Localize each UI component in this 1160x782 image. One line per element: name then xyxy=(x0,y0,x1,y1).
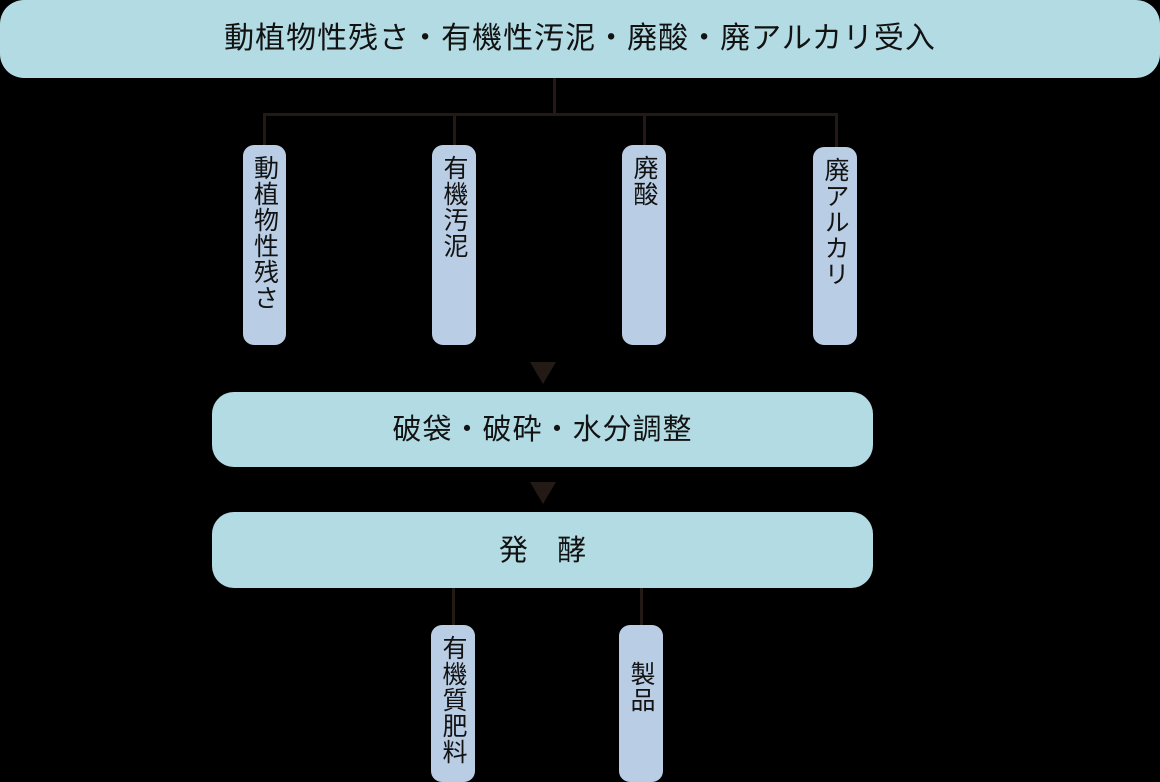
input-tag-label: 動植物性残さ xyxy=(250,155,280,311)
output-tag-label: 有機質肥料 xyxy=(439,635,468,765)
input-tag-label: 廃アルカリ xyxy=(821,157,850,287)
input-tag-label: 有機汚泥 xyxy=(440,155,469,259)
connector-intake-stem xyxy=(553,78,556,116)
process-bar-fermentation-label: 発 酵 xyxy=(498,532,597,567)
connector-to-input-4 xyxy=(835,113,838,149)
input-tag-animal-plant-residue: 動植物性残さ xyxy=(243,145,286,345)
output-tag-label: 製品 xyxy=(627,661,656,713)
process-bar-crushing-label: 破袋・破砕・水分調整 xyxy=(392,412,693,446)
process-bar-crushing: 破袋・破砕・水分調整 xyxy=(212,392,873,467)
connector-to-input-2 xyxy=(453,113,456,149)
input-tag-waste-acid: 廃酸 xyxy=(622,145,666,345)
input-tag-waste-alkali: 廃アルカリ xyxy=(813,147,857,345)
arrow-to-crushing-icon xyxy=(530,362,556,384)
connector-to-output-2 xyxy=(640,588,643,628)
connector-to-output-1 xyxy=(452,588,455,628)
intake-bar: 動植物性残さ・有機性汚泥・廃酸・廃アルカリ受入 xyxy=(0,0,1160,78)
connector-to-input-3 xyxy=(643,113,646,149)
connector-intake-bus xyxy=(263,113,838,116)
intake-bar-label: 動植物性残さ・有機性汚泥・廃酸・廃アルカリ受入 xyxy=(224,21,936,56)
output-tag-organic-fertilizer: 有機質肥料 xyxy=(431,625,475,782)
output-tag-product: 製品 xyxy=(619,625,663,782)
arrow-to-fermentation-icon xyxy=(530,482,556,504)
input-tag-organic-sludge: 有機汚泥 xyxy=(432,145,476,345)
process-bar-fermentation: 発 酵 xyxy=(212,512,873,588)
connector-to-input-1 xyxy=(263,113,266,149)
input-tag-label: 廃酸 xyxy=(630,155,659,207)
